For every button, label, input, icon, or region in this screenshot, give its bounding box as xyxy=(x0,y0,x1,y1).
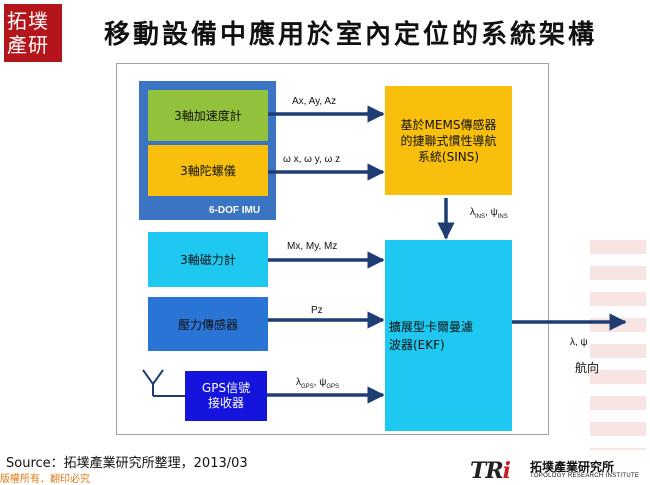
output-signal-label: λ, ψ xyxy=(570,337,588,348)
logo-line-1: 拓墣 xyxy=(7,9,49,33)
brand-en: TOPOLOGY RESEARCH INSTITUTE xyxy=(530,473,640,479)
accel-signal-label: Ax, Ay, Az xyxy=(292,96,337,107)
sins-block: 基於MEMS傳感器 的捷聯式慣性導航 系統(SINS) xyxy=(385,86,512,195)
page-title: 移動設備中應用於室內定位的系統架構 xyxy=(104,20,598,50)
ins-lambda: λ xyxy=(470,207,475,218)
ins-lambda-sub: INS xyxy=(475,214,486,220)
gps-phi: , ψ xyxy=(313,377,327,388)
gyroscope-block: 3軸陀螺儀 xyxy=(148,145,268,196)
brand-tri-mark: TRi xyxy=(470,458,511,484)
accelerometer-block: 3軸加速度計 xyxy=(148,90,268,141)
ekf-line-1: 擴展型卡爾曼濾 xyxy=(389,319,474,334)
watermark-decoration xyxy=(590,240,646,450)
gps-phi-sub: GPS xyxy=(326,384,340,390)
gps-lambda: λ xyxy=(296,377,301,388)
gyro-signal-label: ω x, ω y, ω z xyxy=(283,154,341,165)
brand-i-text: i xyxy=(502,458,511,484)
antenna-icon xyxy=(142,369,185,397)
gps-line-2: 接收器 xyxy=(207,396,244,410)
copyright-note: 版權所有．翻印必究 xyxy=(0,474,90,485)
mag-signal-label: Mx, My, Mz xyxy=(287,241,338,252)
ins-signal-label: λINS, ψINS xyxy=(470,207,508,220)
sins-line-2: 的捷聯式慣性導航 xyxy=(400,133,497,148)
heading-output-label: 航向 xyxy=(575,361,600,375)
sins-line-3: 系統(SINS) xyxy=(417,149,480,164)
source-note: Source：拓墣產業研究所整理，2013/03 xyxy=(6,456,248,471)
brand-tri-text: TR xyxy=(470,458,504,484)
pressure-signal-label: Pz xyxy=(311,305,323,316)
ekf-block: 擴展型卡爾曼濾 波器(EKF) xyxy=(385,240,512,431)
sins-line-1: 基於MEMS傳感器 xyxy=(400,117,497,132)
magnetometer-block: 3軸磁力計 xyxy=(148,232,268,287)
footer-brand-logo: TRi 拓墣產業研究所 TOPOLOGY RESEARCH INSTITUTE xyxy=(470,458,640,484)
logo-line-2: 產研 xyxy=(7,33,49,57)
gps-signal-label: λGPS, ψGPS xyxy=(296,377,339,390)
gps-lambda-sub: GPS xyxy=(301,384,314,390)
brand-cn: 拓墣產業研究所 xyxy=(530,460,615,474)
imu-label: 6-DOF IMU xyxy=(209,205,261,216)
gps-line-1: GPS信號 xyxy=(201,381,251,395)
gps-receiver-block: GPS信號 接收器 xyxy=(185,371,267,421)
tri-logo: 拓墣 產研 xyxy=(4,4,62,62)
ins-phi: , ψ xyxy=(485,207,498,218)
ekf-line-2: 波器(EKF) xyxy=(389,337,445,352)
pressure-sensor-block: 壓力傳感器 xyxy=(148,297,268,351)
ins-phi-sub: INS xyxy=(497,214,508,220)
